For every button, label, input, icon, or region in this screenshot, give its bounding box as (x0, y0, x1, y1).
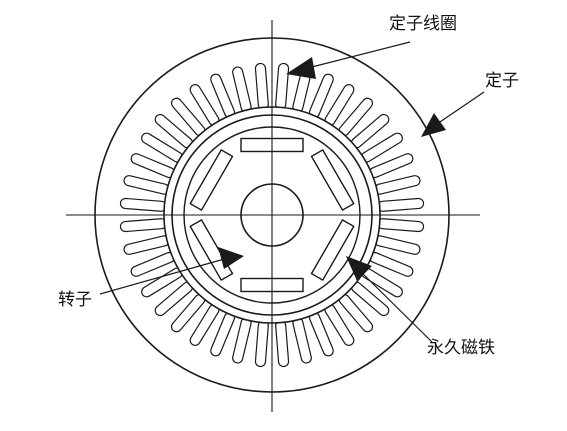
stator-slot (123, 235, 170, 255)
permanent-magnet-block (189, 218, 234, 282)
permanent-magnets (189, 137, 355, 293)
stator-pointer (421, 91, 485, 137)
stator-slot (275, 320, 290, 368)
permanent-magnet-pointer (346, 256, 433, 343)
rotor-pointer (99, 247, 244, 295)
stator-slot (119, 218, 167, 233)
permanent-magnet-block (189, 148, 234, 212)
stator-slot (119, 197, 167, 212)
stator-slot (275, 62, 290, 110)
stator-coil-pointer (286, 41, 411, 79)
permanent-magnet-block (310, 148, 355, 212)
stator-coil-label: 定子线圈 (389, 14, 457, 34)
permanent-magnet-block (310, 218, 355, 282)
stator-slot (254, 62, 269, 110)
stator-slot (377, 218, 425, 233)
stator-slot (374, 235, 421, 255)
rotor-label: 转子 (58, 290, 92, 310)
stator-slot (123, 175, 170, 195)
stator-slot (254, 320, 269, 368)
stator-slot (232, 317, 252, 364)
permanent-magnet-label: 永久磁铁 (427, 338, 495, 358)
stator-slot (292, 317, 312, 364)
stator-slot (377, 197, 425, 212)
stator-label: 定子 (485, 71, 519, 91)
stator-slot (374, 175, 421, 195)
stator-slot (232, 66, 252, 113)
